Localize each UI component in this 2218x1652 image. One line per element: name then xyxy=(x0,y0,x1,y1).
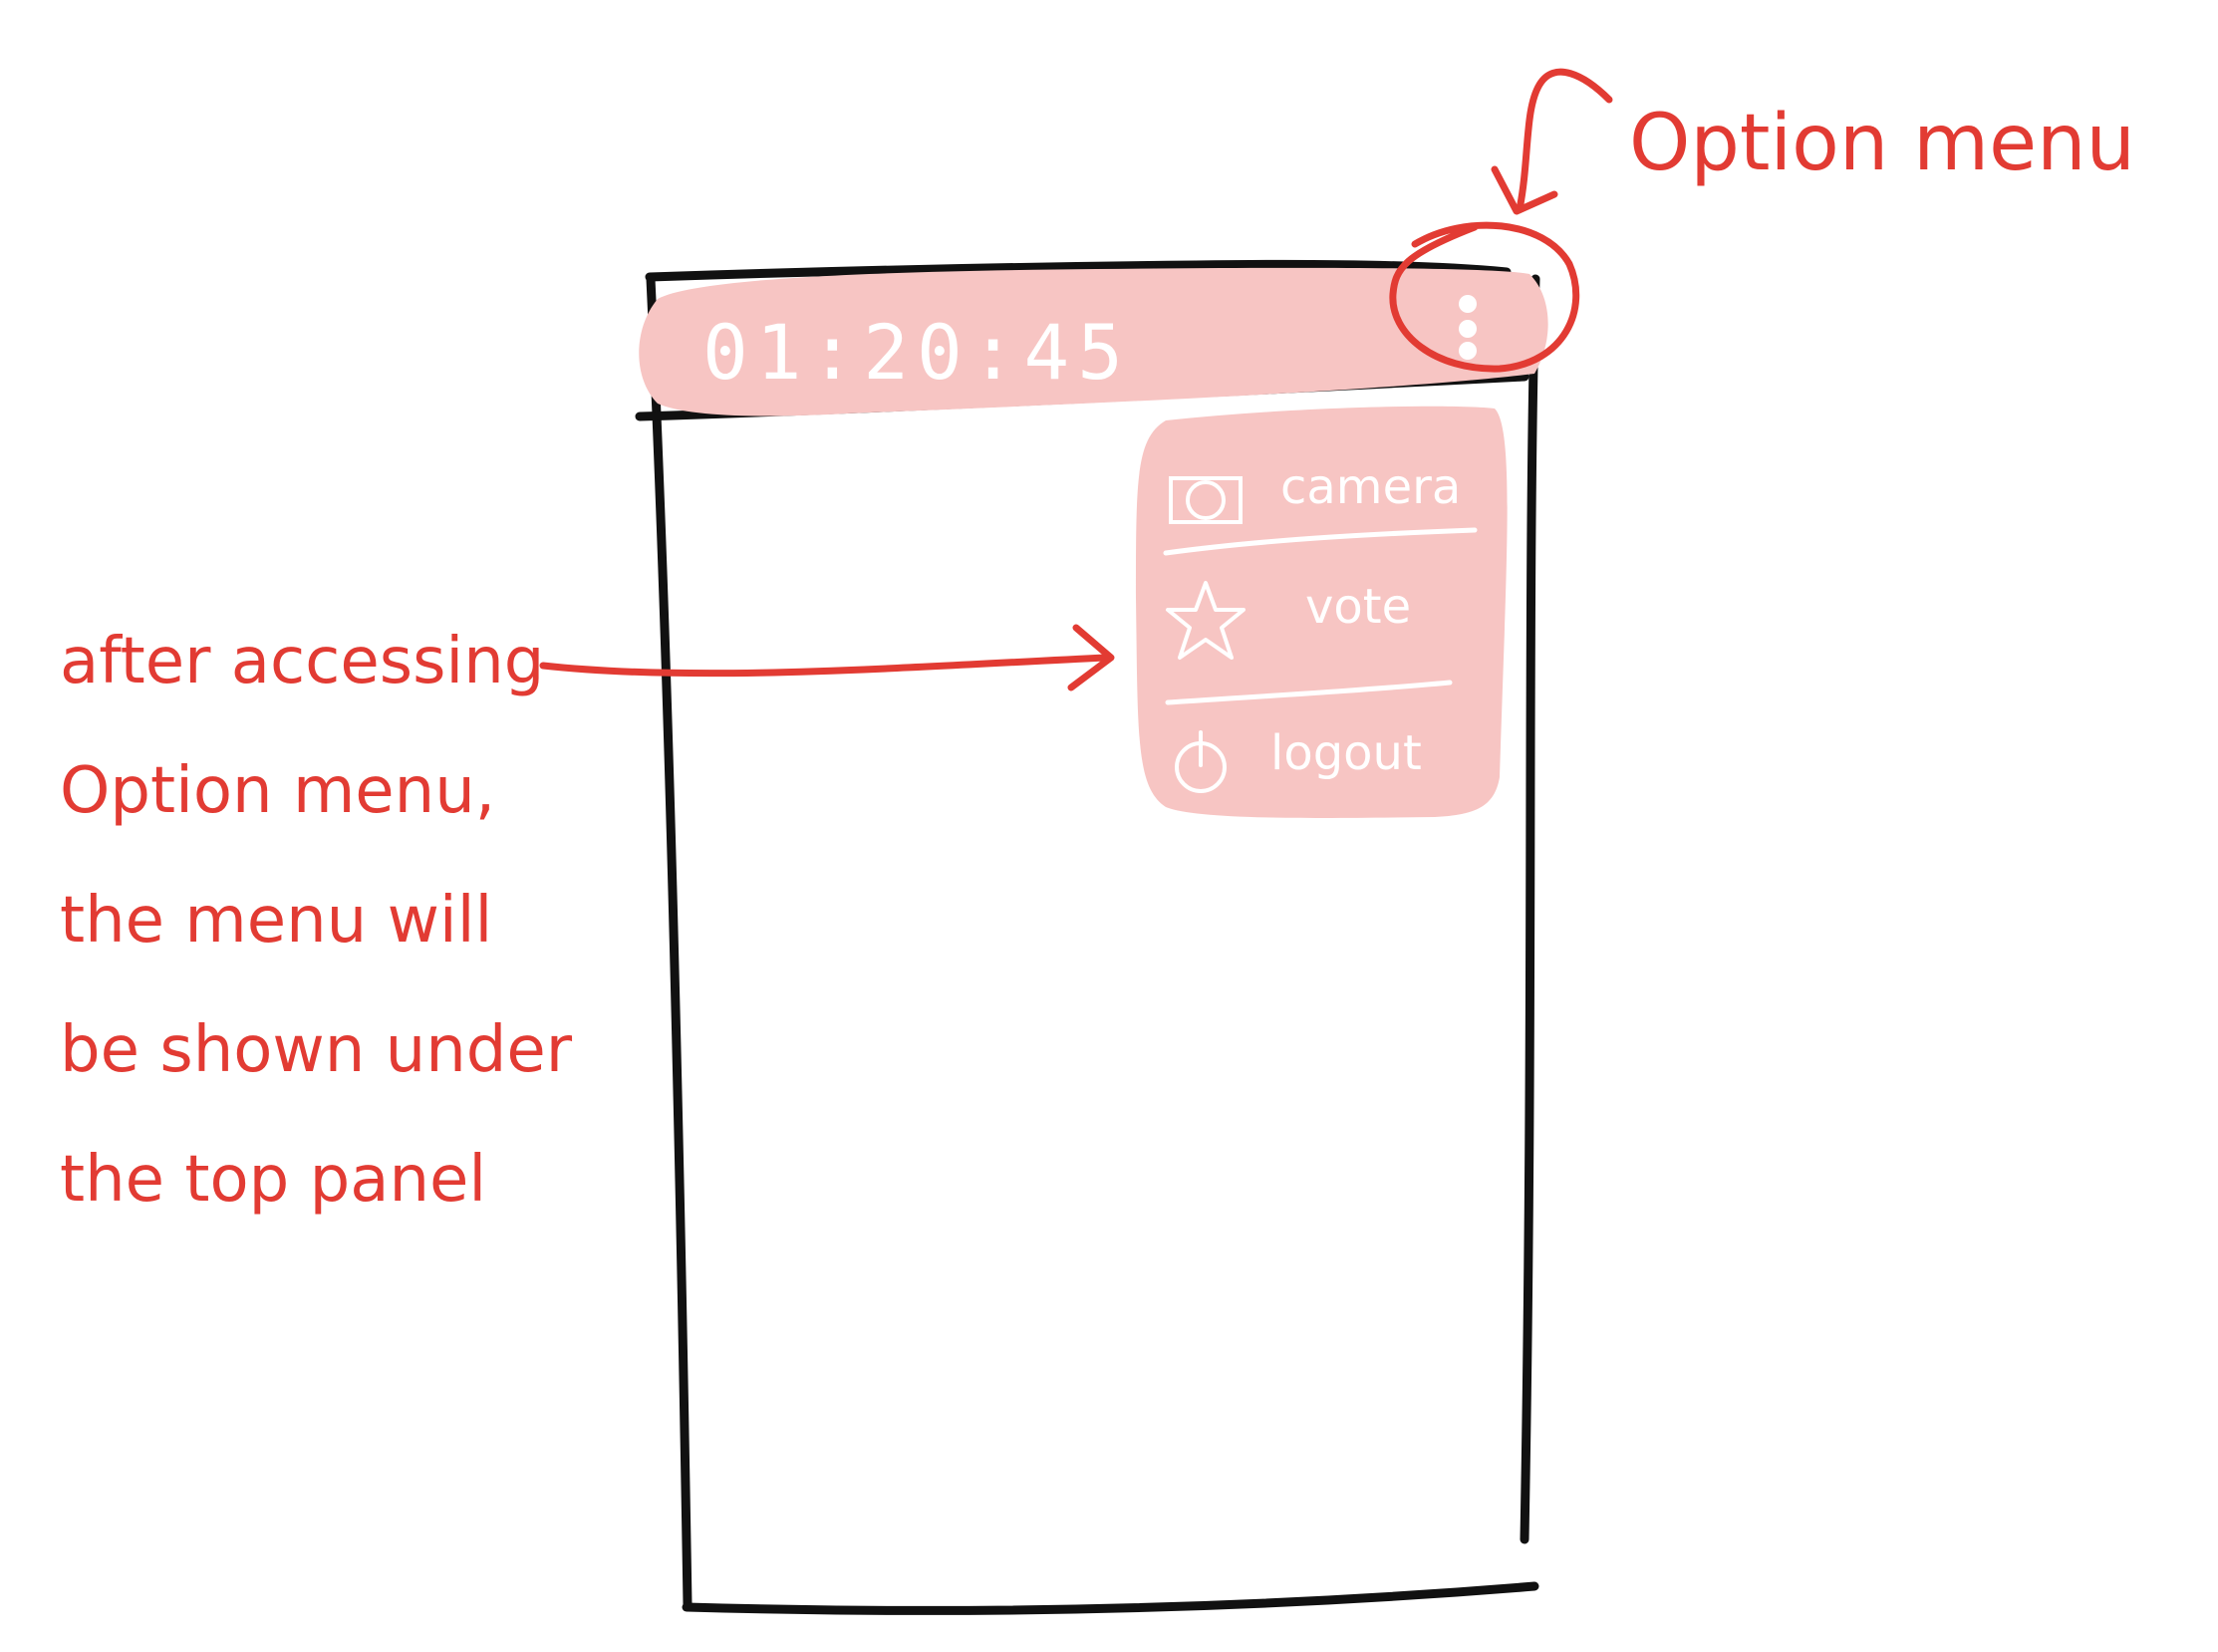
kebab-dot-3 xyxy=(1459,342,1477,360)
option-menu-annotation: Option menu xyxy=(1389,68,2135,373)
menu-item-vote-label: vote xyxy=(1305,579,1411,635)
kebab-vertical-icon[interactable] xyxy=(1459,295,1477,360)
option-menu-fill xyxy=(1136,406,1508,818)
menu-divider-1 xyxy=(1163,527,1478,556)
after-accessing-arrow xyxy=(539,654,1110,678)
phone-bottom-edge xyxy=(682,1581,1539,1615)
after-accessing-arrowhead xyxy=(1067,624,1115,691)
annotation-line-4: be shown under xyxy=(60,1013,573,1087)
menu-item-logout[interactable]: logout xyxy=(1175,725,1422,793)
option-menu-arrowhead xyxy=(1491,165,1558,215)
menu-item-camera[interactable]: camera xyxy=(1169,459,1461,524)
top-panel-timer: 01:20:45 xyxy=(702,308,1131,397)
option-menu-label: Option menu xyxy=(1629,99,2135,188)
annotation-line-3: the menu will xyxy=(60,884,492,958)
camera-icon-lens xyxy=(1186,480,1226,520)
camera-icon xyxy=(1169,476,1243,524)
camera-icon-body xyxy=(1169,476,1243,524)
annotation-line-2: Option menu, xyxy=(60,754,495,828)
top-panel-fill xyxy=(639,267,1548,416)
kebab-dot-2 xyxy=(1459,320,1477,338)
top-panel: 01:20:45 xyxy=(639,267,1548,416)
menu-item-vote[interactable]: vote xyxy=(1166,579,1411,660)
menu-item-camera-label: camera xyxy=(1280,459,1461,515)
phone-right-edge xyxy=(1520,274,1540,1544)
phone-left-edge xyxy=(646,274,693,1609)
kebab-highlight-circle xyxy=(1389,221,1580,373)
star-icon xyxy=(1166,581,1246,660)
option-menu-arrow xyxy=(1516,68,1613,213)
power-icon xyxy=(1175,730,1227,793)
menu-item-logout-label: logout xyxy=(1270,725,1422,781)
kebab-dot-1 xyxy=(1459,295,1477,313)
annotation-line-5: the top panel xyxy=(60,1143,486,1217)
annotation-line-1: after accessing xyxy=(60,625,544,698)
menu-divider-2 xyxy=(1165,680,1453,705)
option-menu: camera vote logout xyxy=(1136,406,1508,818)
phone-top-edge xyxy=(645,259,1512,282)
after-accessing-annotation: after accessing Option menu, the menu wi… xyxy=(60,624,1115,1217)
